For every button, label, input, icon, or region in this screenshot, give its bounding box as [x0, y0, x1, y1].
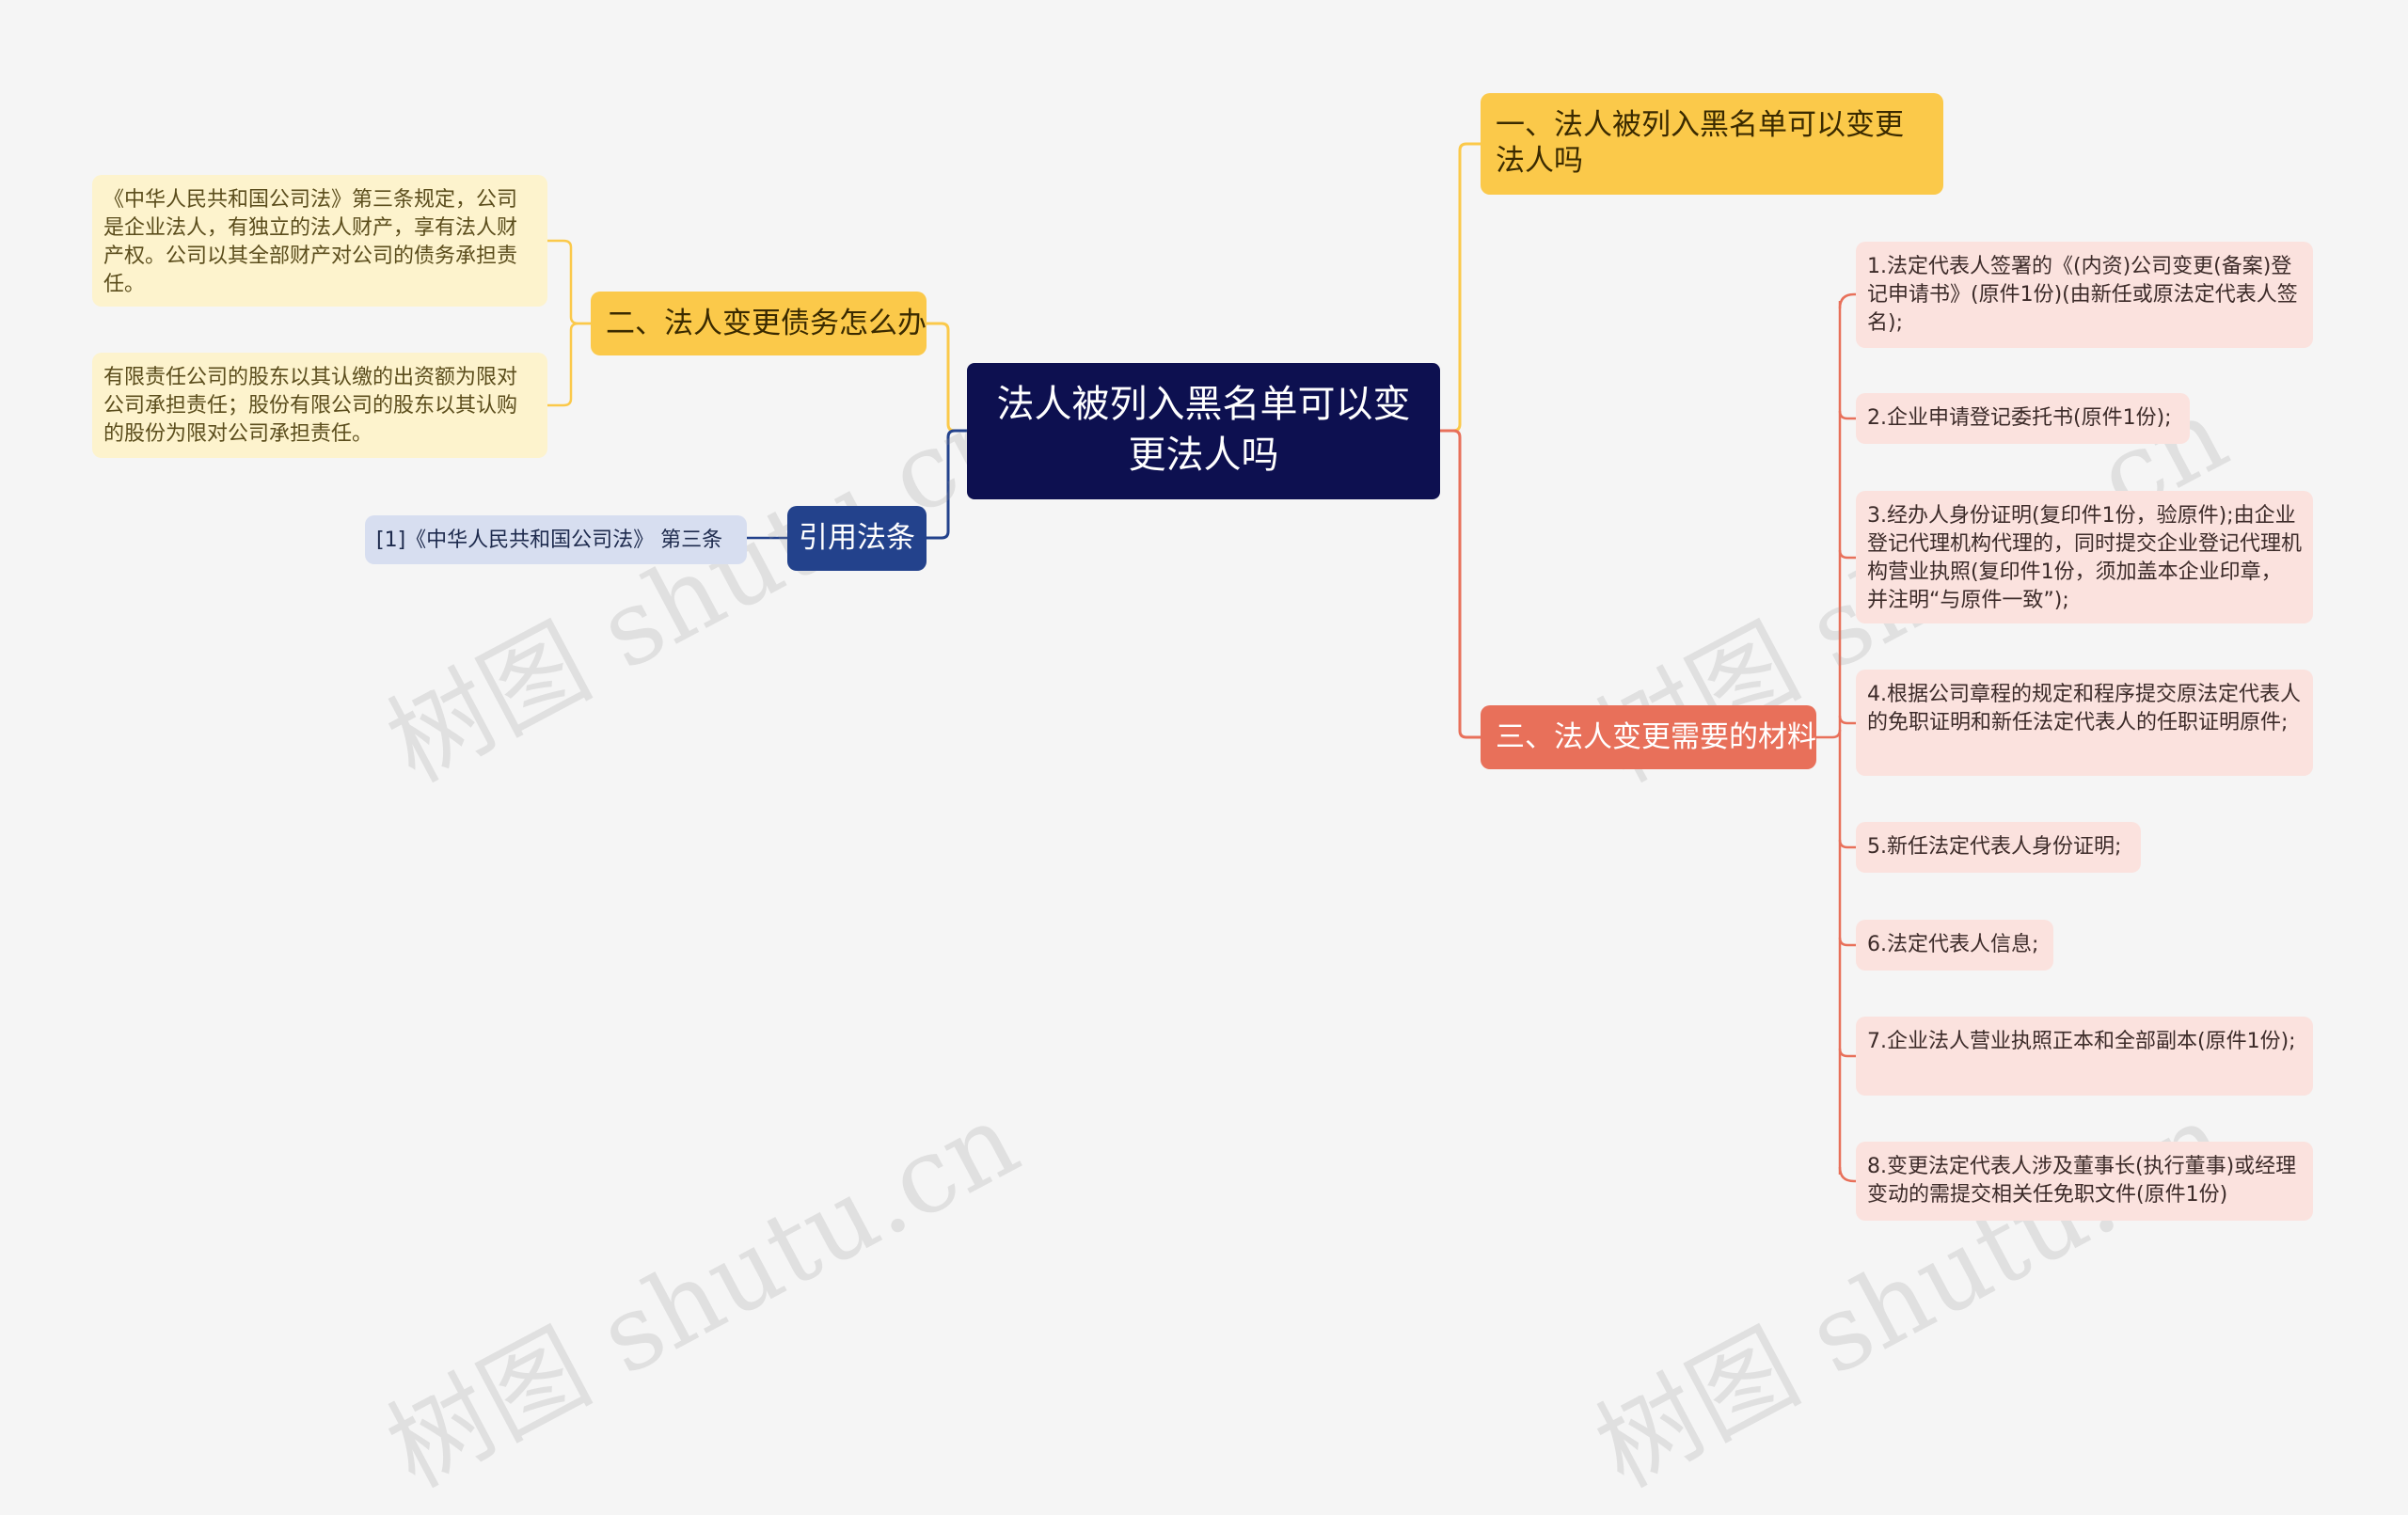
edge-root-b4: [927, 429, 967, 540]
leaf-material-2[interactable]: 2.企业申请登记委托书(原件1份);: [1856, 393, 2190, 444]
root-node[interactable]: 法人被列入黑名单可以变更法人吗: [967, 363, 1440, 499]
branch-materials[interactable]: 三、法人变更需要的材料: [1481, 705, 1816, 769]
connector-lines: [547, 142, 1856, 1183]
edge-b3-leaf1: [1831, 292, 1856, 739]
leaf-text: 6.法定代表人信息;: [1867, 933, 2039, 956]
leaf-text: 有限责任公司的股东以其认缴的出资额为限对公司承担责任；股份有限公司的股东以其认购…: [103, 366, 518, 446]
branch-label: 一、法人被列入黑名单可以变更法人吗: [1496, 108, 1904, 178]
leaf-text: 《中华人民共和国公司法》第三条规定，公司是企业法人，有独立的法人财产，享有法人财…: [103, 188, 518, 296]
leaf-material-6[interactable]: 6.法定代表人信息;: [1856, 920, 2053, 971]
leaf-material-8[interactable]: 8.变更法定代表人涉及董事长(执行董事)或经理变动的需提交相关任免职文件(原件1…: [1856, 1142, 2313, 1221]
edge-b2-leaf1: [547, 239, 591, 325]
leaf-text: [1]《中华人民共和国公司法》 第三条: [376, 529, 723, 552]
edge-b3-leaf4: [1838, 715, 1856, 725]
leaf-text: 2.企业申请登记委托书(原件1份);: [1867, 406, 2172, 430]
branch-blacklist-change[interactable]: 一、法人被列入黑名单可以变更法人吗: [1481, 93, 1943, 195]
leaf-material-5[interactable]: 5.新任法定代表人身份证明;: [1856, 822, 2141, 873]
leaf-material-7[interactable]: 7.企业法人营业执照正本和全部副本(原件1份);: [1856, 1017, 2313, 1096]
leaf-material-1[interactable]: 1.法定代表人签署的《(内资)公司变更(备案)登记申请书》(原件1份)(由新任或…: [1856, 242, 2313, 348]
leaf-text: 7.企业法人营业执照正本和全部副本(原件1份);: [1867, 1030, 2296, 1053]
branch-debt[interactable]: 二、法人变更债务怎么办: [591, 292, 927, 355]
branch-label: 引用法条: [799, 521, 915, 555]
leaf-material-4[interactable]: 4.根据公司章程的规定和程序提交原法定代表人的免职证明和新任法定代表人的任职证明…: [1856, 670, 2313, 776]
leaf-text: 4.根据公司章程的规定和程序提交原法定代表人的免职证明和新任法定代表人的任职证明…: [1867, 683, 2301, 734]
leaf-text: 1.法定代表人签署的《(内资)公司变更(备案)登记申请书》(原件1份)(由新任或…: [1867, 255, 2298, 335]
leaf-debt-1[interactable]: 《中华人民共和国公司法》第三条规定，公司是企业法人，有独立的法人财产，享有法人财…: [92, 175, 547, 307]
edge-root-b3: [1440, 429, 1481, 739]
leaf-text: 3.经办人身份证明(复印件1份，验原件);由企业登记代理机构代理的，同时提交企业…: [1867, 504, 2303, 612]
leaf-debt-2[interactable]: 有限责任公司的股东以其认缴的出资额为限对公司承担责任；股份有限公司的股东以其认购…: [92, 353, 547, 458]
leaf-text: 5.新任法定代表人身份证明;: [1867, 835, 2122, 859]
branch-law-citation[interactable]: 引用法条: [787, 506, 927, 571]
edge-b3-leaf7: [1838, 1048, 1856, 1058]
branch-label: 二、法人变更债务怎么办: [606, 307, 927, 340]
edge-b3-leaf6: [1838, 937, 1856, 947]
leaf-law-1[interactable]: [1]《中华人民共和国公司法》 第三条: [365, 515, 747, 564]
leaf-text: 8.变更法定代表人涉及董事长(执行董事)或经理变动的需提交相关任免职文件(原件1…: [1867, 1155, 2297, 1207]
leaf-material-3[interactable]: 3.经办人身份证明(复印件1份，验原件);由企业登记代理机构代理的，同时提交企业…: [1856, 491, 2313, 623]
root-title: 法人被列入黑名单可以变更法人吗: [996, 383, 1411, 477]
edge-b3-leaf3: [1838, 549, 1856, 560]
edge-b2-leaf2: [547, 322, 591, 407]
branch-label: 三、法人变更需要的材料: [1496, 720, 1816, 754]
edge-b3-leaf2: [1838, 410, 1856, 420]
edge-b3-leaf8: [1838, 1166, 1856, 1183]
edge-root-b1: [1440, 142, 1481, 433]
edge-b3-leaf5: [1838, 839, 1856, 849]
